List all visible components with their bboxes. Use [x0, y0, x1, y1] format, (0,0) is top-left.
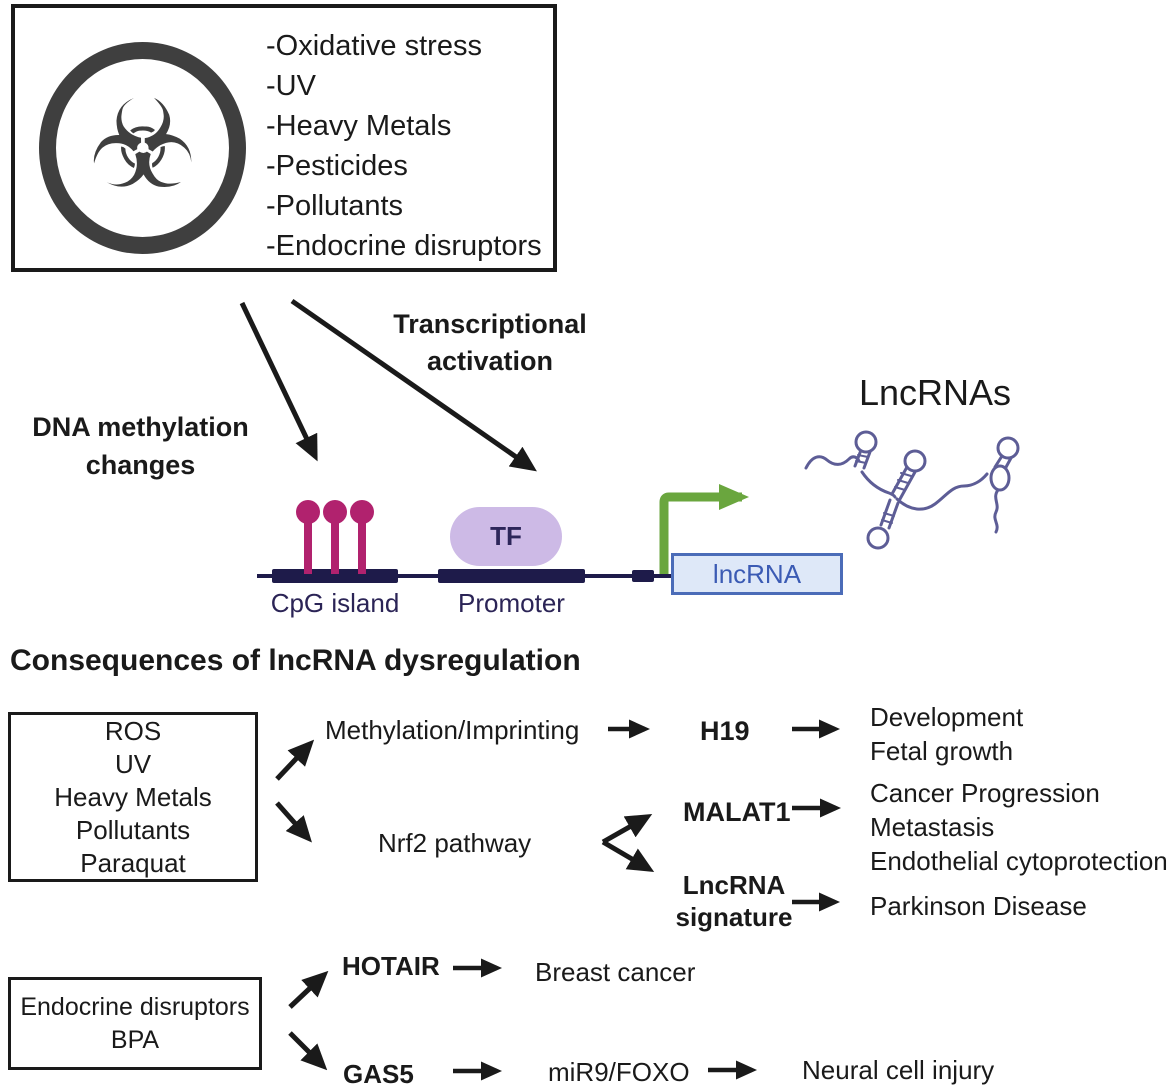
mir9-foxo-label: miR9/FOXO	[548, 1057, 690, 1085]
oxidative-stressors-box: ROS UV Heavy Metals Pollutants Paraquat	[8, 712, 258, 882]
hotair-label: HOTAIR	[342, 951, 440, 981]
transcription-factor-pill: TF	[450, 507, 562, 566]
malat1-outcomes: Cancer Progression Metastasis Endothelia…	[870, 776, 1167, 878]
exposure-list: -Oxidative stress -UV -Heavy Metals -Pes…	[266, 26, 542, 266]
list-item: -Endocrine disruptors	[266, 230, 542, 262]
breast-cancer-label: Breast cancer	[535, 957, 696, 987]
endocrine-disruptors-box: Endocrine disruptors BPA	[8, 977, 262, 1070]
neural-cell-injury-label: Neural cell injury	[802, 1055, 995, 1085]
lncrna-gene-label: lncRNA	[712, 558, 802, 589]
gas5-label: GAS5	[343, 1059, 414, 1085]
arrow-nrf2-fork	[601, 814, 655, 873]
list-item: ROS	[104, 715, 162, 746]
outcome-item: Development	[870, 702, 1024, 732]
outcome-item: Fetal growth	[870, 736, 1014, 766]
list-item: Endocrine disruptors	[20, 992, 250, 1021]
h19-label: H19	[700, 716, 750, 746]
arrow-endocrine-to-hotair	[288, 970, 329, 1009]
outcome-item: Metastasis	[870, 812, 995, 842]
malat1-label: MALAT1	[683, 797, 791, 827]
outcome-item: Endothelial cytoprotection	[870, 846, 1167, 876]
list-item: Paraquat	[80, 847, 186, 878]
list-item: -UV	[266, 70, 316, 102]
arrow-ros-to-nrf2	[275, 801, 312, 843]
lncrna-gene-box: lncRNA	[671, 553, 843, 595]
transcription-start-arrow	[659, 484, 749, 574]
dna-strand	[257, 569, 671, 583]
arrow-endocrine-to-gas5	[288, 1031, 328, 1071]
biohazard-ring: ☣	[39, 42, 246, 254]
promoter-label: Promoter	[458, 588, 565, 618]
parkinson-disease-label: Parkinson Disease	[870, 891, 1087, 921]
methylation-imprinting-label: Methylation/Imprinting	[325, 715, 580, 745]
outcome-item: Cancer Progression	[870, 778, 1100, 808]
list-item: BPA	[110, 1025, 160, 1054]
promoter-bar	[438, 569, 585, 583]
methylation-lollipops-icon	[296, 500, 374, 574]
tf-label: TF	[490, 521, 522, 551]
h19-outcomes: Development Fetal growth	[870, 700, 1023, 768]
list-item: Pollutants	[75, 814, 191, 845]
tss-bar	[632, 570, 654, 582]
transcriptional-activation-label: Transcriptional activation	[393, 309, 587, 376]
list-item: -Pollutants	[266, 190, 404, 222]
dna-methylation-label: DNA methylation changes	[32, 412, 249, 480]
arrow-ros-to-methylation	[275, 739, 315, 781]
biohazard-icon: ☣	[87, 74, 198, 216]
list-item: -Pesticides	[266, 150, 408, 182]
environmental-exposures-box: ☣ -Oxidative stress -UV -Heavy Metals -P…	[11, 4, 557, 272]
arrow-transcriptional-activation	[290, 298, 537, 472]
consequences-heading: Consequences of lncRNA dysregulation	[10, 644, 581, 677]
cpg-island-bar	[272, 569, 398, 583]
cpg-island-label: CpG island	[270, 588, 400, 618]
nrf2-pathway-label: Nrf2 pathway	[378, 828, 532, 858]
lncrnas-title: LncRNAs	[858, 372, 1012, 413]
list-item: Heavy Metals	[54, 781, 212, 812]
list-item: UV	[114, 748, 152, 779]
arrow-dna-methylation	[239, 301, 318, 462]
lncrna-signature-label: LncRNA signature	[675, 870, 793, 932]
list-item: -Heavy Metals	[266, 110, 452, 142]
lncrna-molecules-icon	[804, 430, 1020, 550]
list-item: -Oxidative stress	[266, 30, 482, 62]
